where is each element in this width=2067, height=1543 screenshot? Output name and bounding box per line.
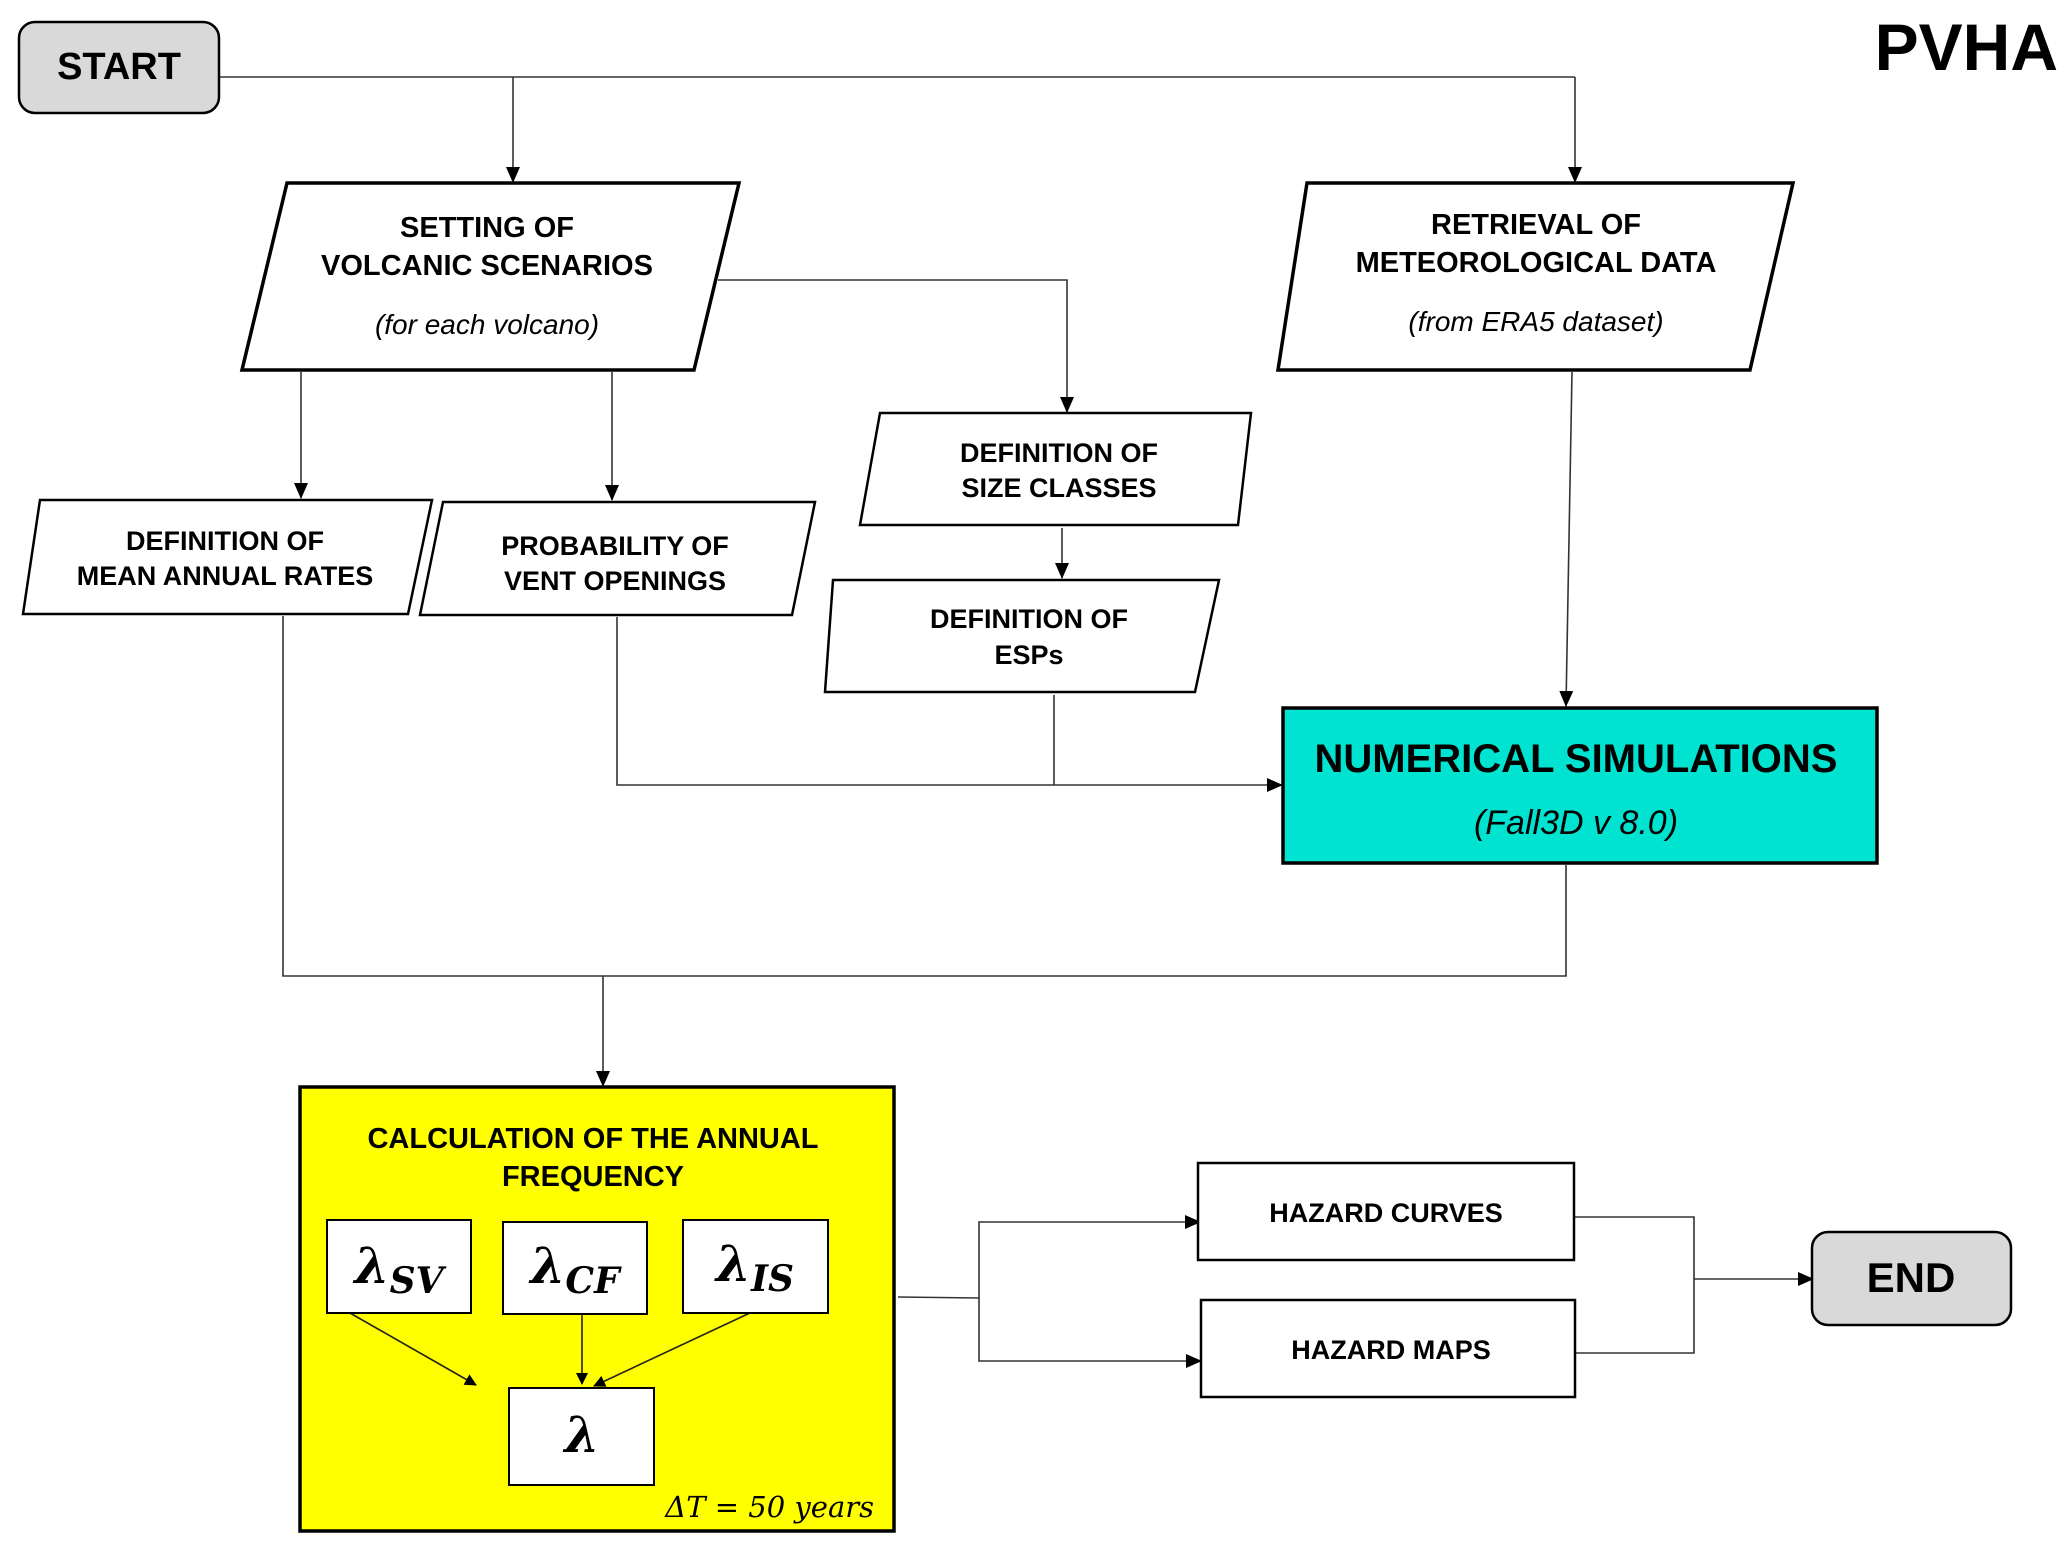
end-node[interactable]: END (1810, 1230, 2013, 1327)
mean-rates-line2: MEAN ANNUAL RATES (77, 561, 374, 591)
vent-parallelogram (418, 500, 817, 617)
lambda-total-frame (508, 1387, 655, 1486)
simulations-line1: NUMERICAL SIMULATIONS (1315, 737, 1838, 781)
retrieval-parallelogram (1275, 181, 1796, 372)
retrieval-line2: METEOROLOGICAL DATA (1356, 247, 1717, 279)
hazard-curves-box (1196, 1161, 1576, 1262)
calculation-node[interactable]: CALCULATION OF THE ANNUAL FREQUENCY λSV … (298, 1085, 896, 1533)
end-label: END (1867, 1254, 1956, 1301)
connector-merge-bus (282, 616, 1567, 977)
start-terminal-shape (17, 20, 221, 115)
mean-rates-line1: DEFINITION OF (126, 526, 324, 556)
lambda-cf-label: λCF (528, 1236, 622, 1302)
size-classes-line2: SIZE CLASSES (961, 473, 1156, 503)
connector-lambda-is-to-lambda (593, 1311, 753, 1387)
lambda-sv-label: λSV (353, 1236, 447, 1302)
connector-retrieval-to-simulations (1559, 371, 1574, 707)
lambda-total-box[interactable]: λ (508, 1387, 655, 1486)
vent-line1: PROBABILITY OF (501, 531, 729, 561)
simulations-note: (Fall3D v 8.0) (1474, 804, 1678, 842)
lambda-sv-box[interactable]: λSV (326, 1219, 472, 1314)
retrieval-line1: RETRIEVAL OF (1431, 209, 1641, 241)
setting-node[interactable]: SETTING OF VOLCANIC SCENARIOS (for each … (239, 181, 742, 372)
lambda-sv-frame (326, 1219, 472, 1314)
lambda-is-frame (682, 1219, 829, 1314)
start-label: START (57, 46, 181, 88)
esps-line1: DEFINITION OF (930, 604, 1128, 634)
diagram-title: PVHA (1875, 10, 2058, 84)
setting-line2: VOLCANIC SCENARIOS (321, 250, 653, 282)
connector-lambda-sv-to-lambda (349, 1312, 477, 1386)
vent-node[interactable]: PROBABILITY OF VENT OPENINGS (418, 500, 817, 617)
mean-rates-parallelogram (21, 498, 434, 616)
connector-to-size-classes (718, 279, 1074, 413)
hazard-maps-box (1199, 1298, 1577, 1399)
setting-line1: SETTING OF (400, 212, 574, 244)
lambda-total-label: λ (562, 1405, 599, 1464)
size-classes-line1: DEFINITION OF (960, 438, 1158, 468)
connector-to-hazard-maps (978, 1298, 1202, 1368)
mean-rates-node[interactable]: DEFINITION OF MEAN ANNUAL RATES (21, 498, 434, 616)
setting-parallelogram (239, 181, 742, 372)
retrieval-node[interactable]: RETRIEVAL OF METEOROLOGICAL DATA (from E… (1275, 181, 1796, 372)
lambda-cf-frame (502, 1221, 648, 1315)
hazard-curves-node[interactable]: HAZARD CURVES (1196, 1161, 1576, 1262)
connector-to-hazard-curves (897, 1215, 1201, 1299)
simulations-node[interactable]: NUMERICAL SIMULATIONS (Fall3D v 8.0) (1281, 706, 1879, 865)
vent-line2: VENT OPENINGS (504, 566, 726, 596)
retrieval-note: (from ERA5 dataset) (1408, 306, 1663, 337)
connector-vent-to-simulations (616, 617, 1283, 792)
lambda-is-label: λIS (714, 1234, 794, 1300)
esps-node[interactable]: DEFINITION OF ESPs (823, 578, 1221, 694)
delta-t-label: ΔT = 50 years (664, 1490, 874, 1524)
end-terminal-shape (1810, 1230, 2013, 1327)
setting-note: (for each volcano) (375, 309, 599, 340)
size-classes-parallelogram (858, 411, 1253, 527)
size-classes-node[interactable]: DEFINITION OF SIZE CLASSES (858, 411, 1253, 527)
simulations-box (1281, 706, 1879, 865)
esps-line2: ESPs (994, 640, 1063, 670)
calculation-line1: CALCULATION OF THE ANNUAL (367, 1123, 818, 1155)
hazard-maps-label: HAZARD MAPS (1291, 1335, 1491, 1365)
lambda-cf-box[interactable]: λCF (502, 1221, 648, 1315)
calculation-line2: FREQUENCY (502, 1161, 684, 1193)
hazard-curves-label: HAZARD CURVES (1269, 1198, 1503, 1228)
lambda-is-box[interactable]: λIS (682, 1219, 829, 1314)
esps-parallelogram (823, 578, 1221, 694)
connectors (219, 76, 1814, 1368)
start-node[interactable]: START (17, 20, 221, 115)
connector-hazard-bus (1575, 1216, 1695, 1354)
hazard-maps-node[interactable]: HAZARD MAPS (1199, 1298, 1577, 1399)
